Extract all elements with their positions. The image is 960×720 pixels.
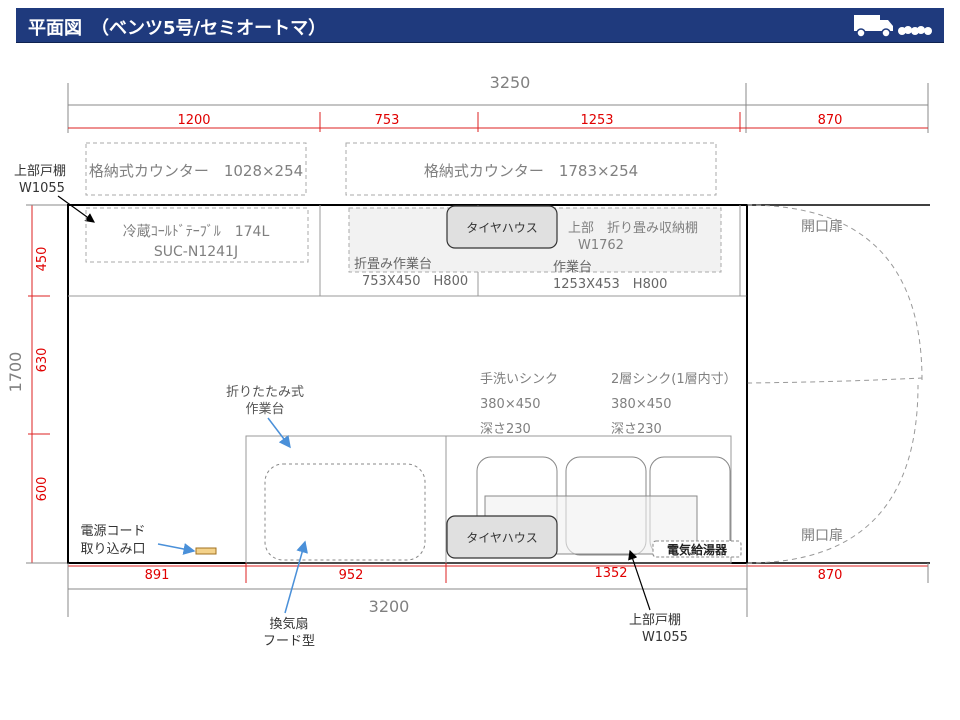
upper-cabinet-top-arrow [57,195,95,223]
hand-sink-label-3: 深さ230 [480,422,531,437]
counter-left-box [85,142,307,196]
header-bar: 平面図 （ベンツ5号/セミオートマ） [16,8,944,43]
bottom-dimension-4: 870 [818,568,843,583]
left-dimension-2: 630 [35,348,50,373]
top-total-dimension: 3250 [490,73,531,92]
page-title: 平面図 （ベンツ5号/セミオートマ） [28,18,327,39]
counter-right-label: 格納式カウンター 1783×254 [424,162,638,180]
power-cord-arrow [157,543,196,555]
top-dimension-2: 753 [375,113,400,128]
power-cord-inlet [195,547,217,555]
upper-cabinet-top-label-2: W1055 [19,181,65,196]
fan-label-2: フード型 [263,634,315,649]
tire-house-top-label: タイヤハウス [466,221,537,235]
counter-right-box [345,142,717,196]
lower-counter-outline [245,435,732,564]
upper-cabinet-bottom-label-2: W1055 [642,630,688,645]
truck-icon [854,15,932,38]
work-table-label-2: 1253X453 H800 [553,277,667,292]
water-heater-label: 電気給湯器 [667,542,728,557]
bottom-dimension-1: 891 [145,568,170,583]
fan-arrow [284,540,308,614]
work-table-label-1: 作業台 [553,259,592,275]
left-dimension-3: 600 [35,477,50,502]
power-cord-label-1: 電源コード [80,524,145,539]
door-swing-line [746,377,923,384]
hand-sink-label-1: 手洗いシンク [480,372,558,387]
bottom-dimension-3: 1352 [594,566,627,581]
foldable-table-label-2: 作業台 [245,401,284,417]
upper-cabinet-bottom-label-1: 上部戸棚 [629,613,681,628]
top-dimension-4: 870 [818,113,843,128]
double-sink-label-1: 2層シンク(1層内寸） [611,371,737,387]
bottom-dimension-2: 952 [339,568,364,583]
fridge-box [85,207,309,263]
fridge-label-1: 冷蔵ｺｰﾙﾄﾞﾃｰﾌﾞﾙ 174L [123,224,270,240]
folding-shelf-label-1: 上部 折り畳み収納棚 [568,221,698,236]
tire-house-bottom [446,515,558,559]
fridge-label-2: SUC-N1241J [154,244,238,260]
double-sink-label-2: 380×450 [611,397,672,412]
left-dimension-1: 450 [35,247,50,272]
folding-table-label-2: 753X450 H800 [362,274,468,289]
hand-sink-label-2: 380×450 [480,397,541,412]
tire-house-bottom-label: タイヤハウス [466,531,537,545]
folding-shelf-label-2: W1762 [578,238,624,253]
foldable-table-label-1: 折りたたみ式 [226,385,304,400]
upper-cabinet-bottom-arrow [628,549,651,611]
bottom-total-dimension: 3200 [369,597,410,616]
door-top-label: 開口扉 [801,219,843,235]
door-bottom-label: 開口扉 [801,528,843,544]
upper-cabinet-top-label-1: 上部戸棚 [14,164,66,179]
power-cord-label-2: 取り込み口 [80,542,145,557]
foldable-table-arrow [267,417,291,449]
door-bottom-arc [746,384,919,564]
double-sink-label-3: 深さ230 [611,422,662,437]
left-total-dimension: 1700 [6,352,25,393]
bottom-dimension-lines [67,563,929,617]
foldable-table-box [264,463,426,561]
counter-left-label: 格納式カウンター 1028×254 [89,162,303,180]
top-dimension-lines [67,83,929,133]
left-dimension-lines [26,204,68,564]
top-dimension-1: 1200 [177,113,210,128]
tire-house-top [446,205,558,249]
folding-table-label-1: 折畳み作業台 [354,256,432,272]
water-heater-box [652,540,742,558]
fan-label-1: 換気扇 [269,616,308,632]
top-dimension-3: 1253 [580,113,613,128]
